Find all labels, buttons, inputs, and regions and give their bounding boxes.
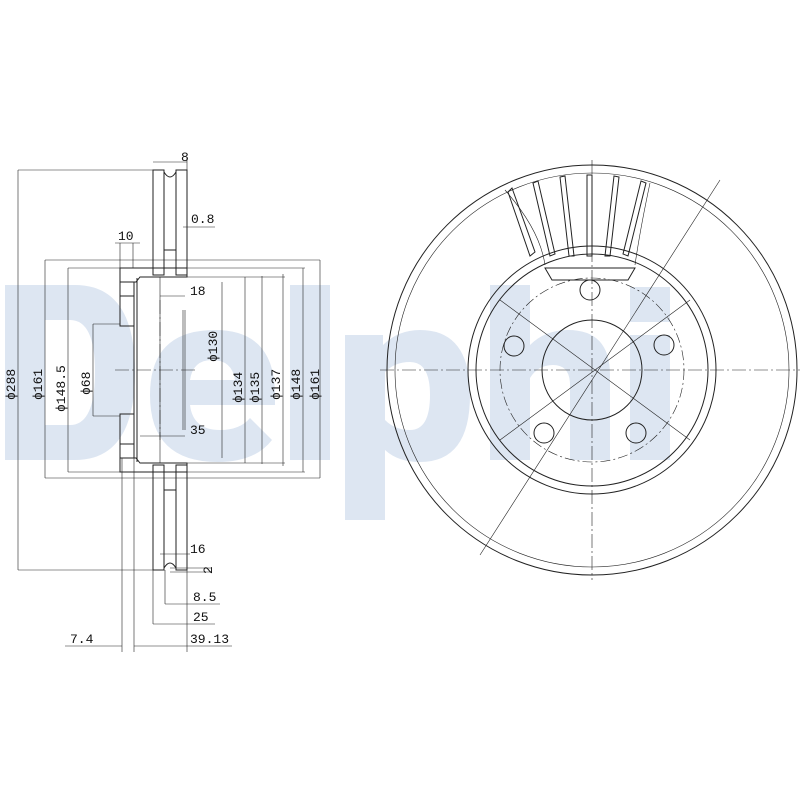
dim-dia-134: ϕ134 [231, 372, 246, 403]
dim-35: 35 [190, 423, 206, 438]
dim-39-13: 39.13 [190, 632, 229, 647]
cooling-vanes [504, 174, 651, 281]
dim-25: 25 [193, 610, 209, 625]
dim-dia-137: ϕ137 [269, 369, 284, 400]
dim-dia-148: ϕ148 [289, 369, 304, 400]
bolt-hole [533, 422, 555, 444]
front-view [380, 160, 800, 580]
bolt-hole [653, 334, 675, 356]
dim-18: 18 [190, 284, 206, 299]
dim-width-8: 8 [181, 150, 189, 165]
plate-outer-bottom [152, 464, 165, 571]
bolt-hole [625, 422, 647, 444]
plate-outer-top [152, 169, 165, 276]
side-section-view: 8 0.8 10 18 ϕ130 35 ϕ288 ϕ161 ϕ148.5 ϕ68… [4, 150, 323, 652]
plate-inner-bottom [175, 464, 188, 571]
bolt-hole [503, 335, 525, 357]
dim-dia-161-right: ϕ161 [308, 369, 323, 400]
dim-dia-148-5: ϕ148.5 [54, 365, 69, 412]
dim-dia-130: ϕ130 [206, 331, 221, 362]
dim-16: 16 [190, 542, 206, 557]
dim-dia-68: ϕ68 [79, 372, 94, 395]
bolt-hole [579, 279, 601, 301]
plate-inner-top [175, 169, 188, 276]
dim-runout-0-8: 0.8 [191, 212, 214, 227]
dim-dia-288: ϕ288 [4, 369, 19, 400]
dim-7-4: 7.4 [70, 632, 94, 647]
dim-2: 2 [201, 566, 216, 574]
dim-flange-10: 10 [118, 229, 134, 244]
watermark-logo [5, 285, 670, 520]
dim-dia-161-left: ϕ161 [31, 369, 46, 400]
dim-dia-135: ϕ135 [248, 372, 263, 403]
dim-8-5: 8.5 [193, 590, 216, 605]
